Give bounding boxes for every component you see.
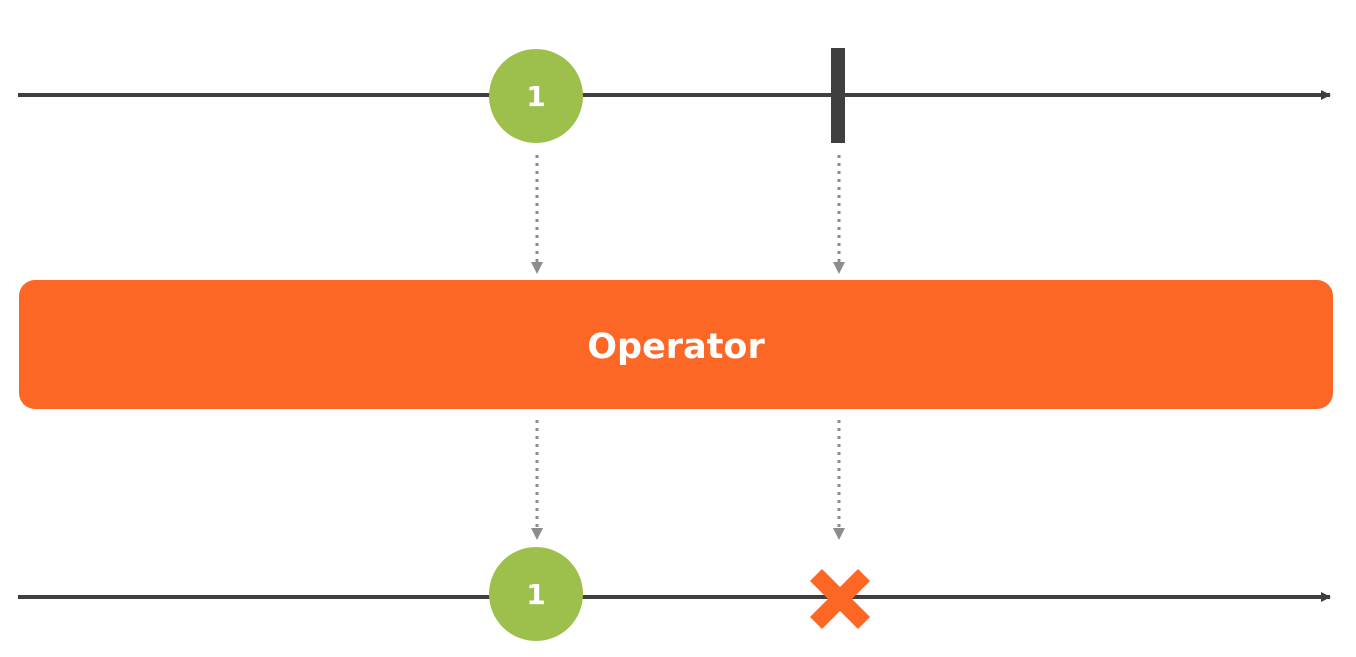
input-marble-label: 1 (526, 80, 545, 113)
output-marble-circle (489, 547, 583, 641)
output-marble: 1 (489, 547, 583, 641)
input-complete-marker (831, 48, 845, 143)
operator-label: Operator (587, 327, 765, 367)
input-marble: 1 (489, 49, 583, 143)
operator-rect (19, 280, 1333, 409)
input-marble-circle (489, 49, 583, 143)
output-error-x-icon (809, 568, 871, 630)
operator-box: Operator (19, 280, 1333, 409)
output-marble-label: 1 (526, 578, 545, 611)
